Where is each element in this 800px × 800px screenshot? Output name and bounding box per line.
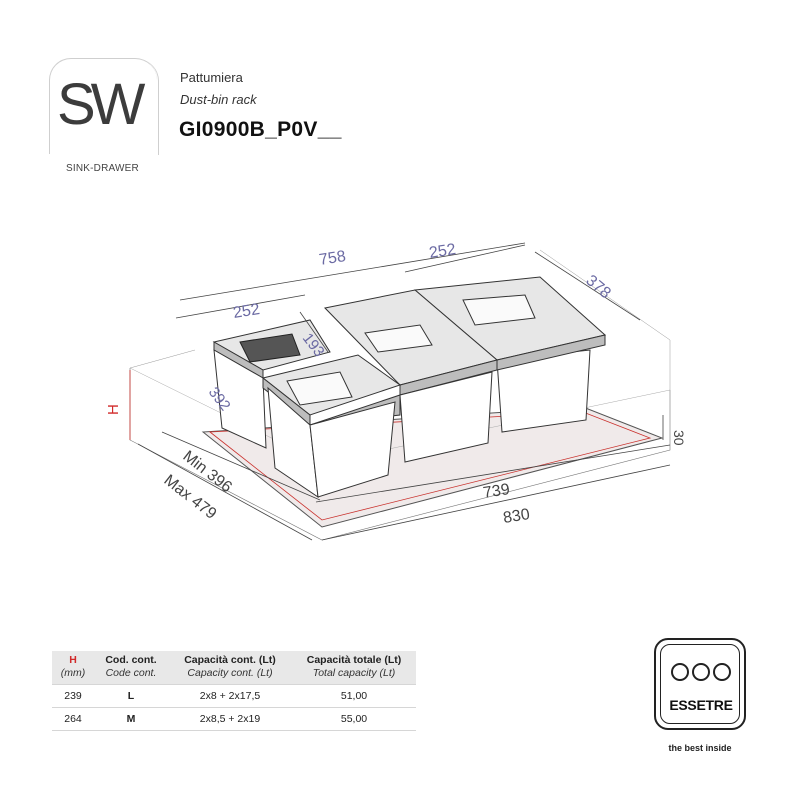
technical-drawing: 758 252 378 252 193 392 H 30 Min 396 Max… [105,241,687,541]
table-header-row: H Cod. cont. Capacità cont. (Lt) Capacit… [52,651,416,667]
table-subheader-row: (mm) Code cont. Capacity cont. (Lt) Tota… [52,667,416,685]
sw-logo: SW [57,72,145,137]
essetre-logo: ESSETRE [654,638,746,730]
dim-outer-width: 830 [502,506,531,527]
col-header-h: H [52,651,94,667]
product-code: GI0900B_P0V__ [179,118,342,141]
dim-height-label: H [105,404,122,415]
cell-h: 239 [52,684,94,708]
logo-subtitle: SINK-DRAWER [66,163,139,174]
circle-icon [713,663,731,681]
dim-bin-width-right: 252 [428,241,457,262]
table-row: 239 L 2x8 + 2x17,5 51,00 [52,684,416,708]
product-type: Pattumiera [180,70,243,85]
capacity-table: H Cod. cont. Capacità cont. (Lt) Capacit… [52,651,416,731]
cell-capacity: 2x8 + 2x17,5 [168,684,292,708]
cell-h: 264 [52,707,94,731]
bin-left-front [261,354,402,499]
circle-icon [692,663,710,681]
product-type-english: Dust-bin rack [180,92,257,107]
col-header-code: Cod. cont. [94,651,168,667]
table-row: 264 M 2x8,5 + 2x19 55,00 [52,707,416,731]
col-subheader-h: (mm) [52,667,94,685]
dim-base-height: 30 [671,430,687,446]
logo-frame [49,58,159,155]
cell-total: 55,00 [292,707,416,731]
col-subheader-total: Total capacity (Lt) [292,667,416,685]
circle-icon [671,663,689,681]
cell-code: M [94,707,168,731]
brand-name: ESSETRE [669,697,733,713]
cell-capacity: 2x8,5 + 2x19 [168,707,292,731]
dim-inner-width: 739 [482,481,511,502]
bin-left-back [212,319,331,449]
cell-total: 51,00 [292,684,416,708]
brand-tagline: the best inside [668,743,732,753]
cell-code: L [94,684,168,708]
dim-overall-width: 758 [318,248,347,269]
col-subheader-capacity: Capacity cont. (Lt) [168,667,292,685]
col-header-capacity: Capacità cont. (Lt) [168,651,292,667]
essetre-logo-inner: ESSETRE [660,644,740,724]
dim-bin-width-left: 252 [232,301,261,322]
bin-middle-back [324,289,499,463]
col-header-total: Capacità totale (Lt) [292,651,416,667]
three-circles-icon [671,663,731,685]
col-subheader-code: Code cont. [94,667,168,685]
